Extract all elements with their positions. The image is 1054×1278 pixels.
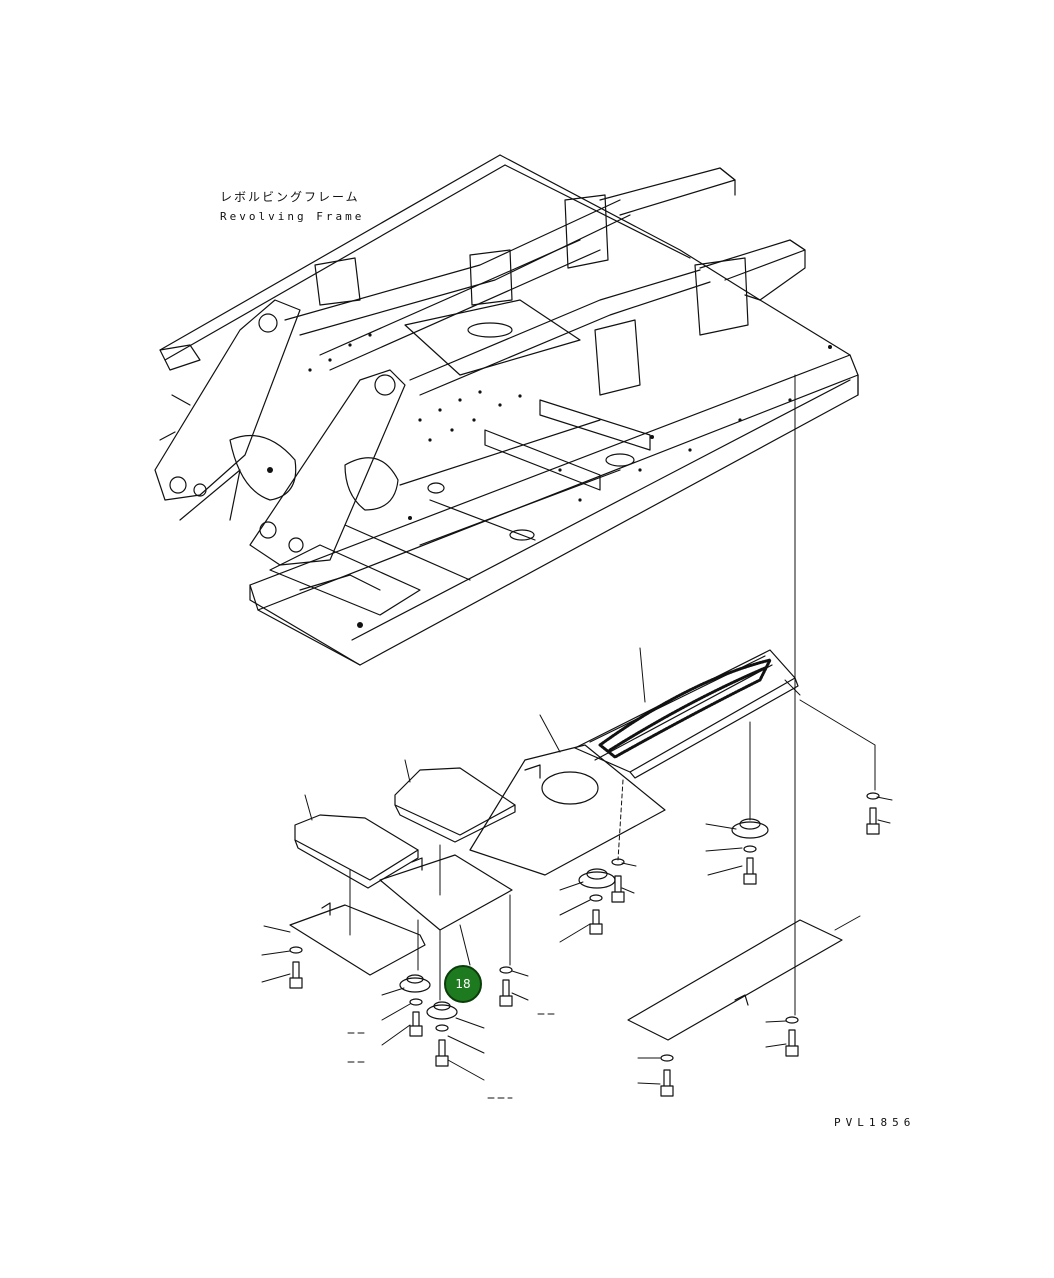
assembly-guide-lines [304, 374, 876, 1016]
revolving-frame-label-en: Revolving Frame [220, 210, 365, 223]
under-cover-plates [289, 744, 843, 1041]
perforated-screen-cover [574, 649, 799, 779]
revolving-frame [154, 154, 859, 666]
revolving-frame-label-jp: レボルビングフレーム [220, 190, 360, 204]
part-callout-18[interactable]: 18 [444, 965, 482, 1003]
fasteners [289, 792, 880, 1097]
drawing-number: PVL1856 [834, 1116, 916, 1129]
leader-lines [261, 796, 893, 1099]
